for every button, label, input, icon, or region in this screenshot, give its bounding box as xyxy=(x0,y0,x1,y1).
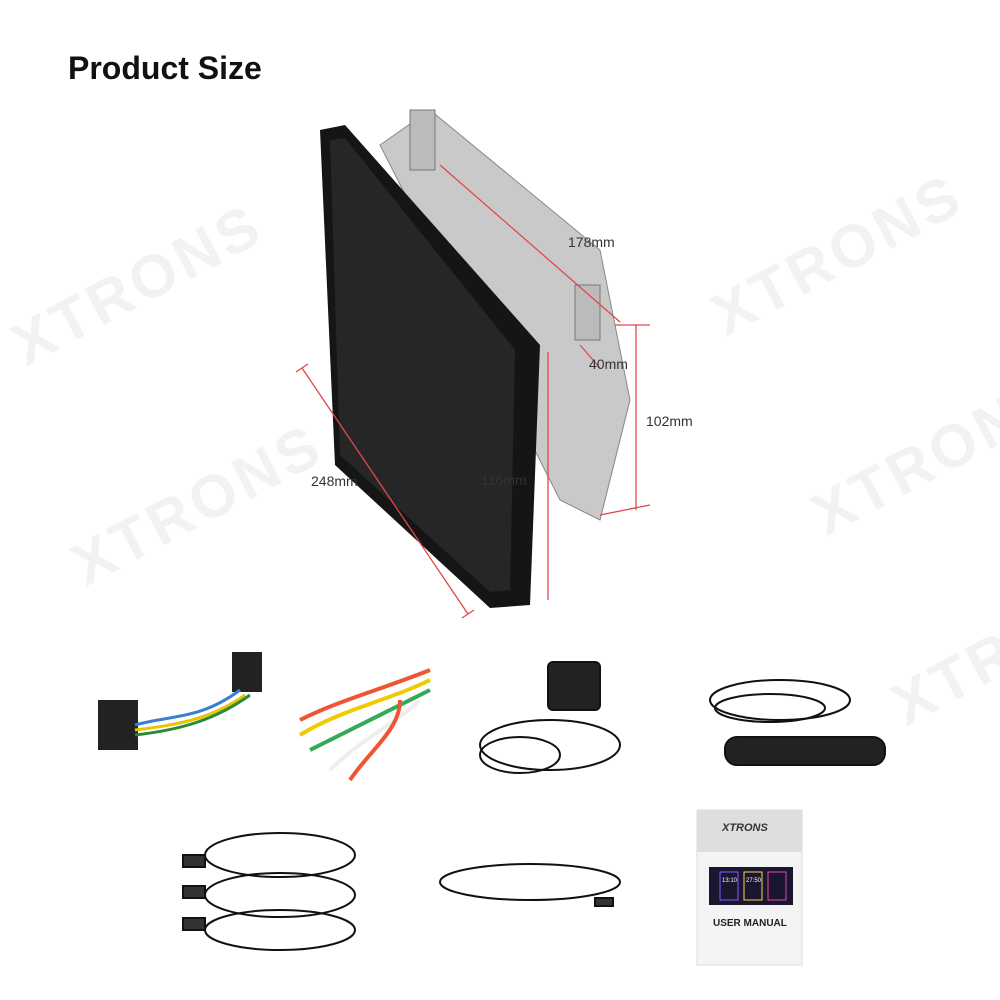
width-dimension-line xyxy=(301,367,469,615)
chassis-height-label: 40mm xyxy=(589,356,628,372)
mount-bracket xyxy=(409,109,436,171)
manual-title: USER MANUAL xyxy=(713,918,787,929)
manual-screen-time: 27:50 xyxy=(746,878,762,884)
depth-label: 178mm xyxy=(568,234,615,250)
dab-antenna xyxy=(709,679,886,766)
chassis-height-dimension-line xyxy=(579,344,601,369)
width-label: 248mm xyxy=(311,473,358,489)
height-label: 102mm xyxy=(646,413,693,429)
rca-cable xyxy=(298,668,431,782)
usb-cables xyxy=(182,832,356,951)
user-manual xyxy=(696,809,803,966)
manual-screen-time: 13:10 xyxy=(722,878,738,884)
manual-brand: XTRONS xyxy=(722,822,768,834)
extension-cable xyxy=(439,863,621,907)
page-title: Product Size xyxy=(68,50,262,86)
wiring-harness xyxy=(98,652,262,750)
panel-height-label: 116mm xyxy=(481,472,527,488)
gps-antenna xyxy=(479,661,621,774)
depth-dimension-line xyxy=(439,164,621,323)
